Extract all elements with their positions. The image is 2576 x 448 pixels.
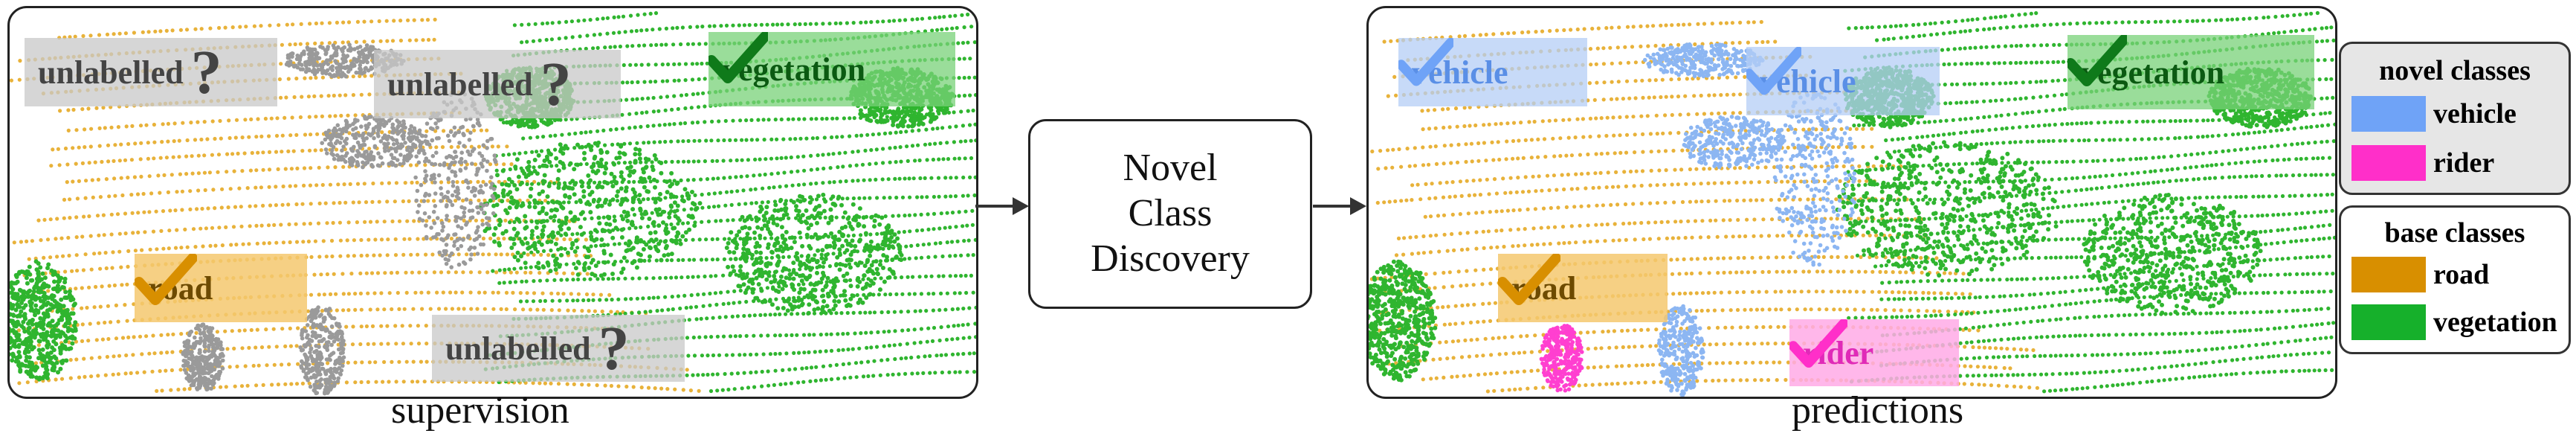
process-line-2: Class (1128, 192, 1213, 235)
unlabelled-label: unlabelled (38, 54, 184, 91)
process-line-1: Novel (1123, 147, 1218, 190)
unlabelled-label: unlabelled (387, 65, 533, 103)
vegetation-tag: vegetation (2067, 35, 2314, 109)
legend-label: road (2433, 259, 2490, 290)
legend-item-vehicle: vehicle (2351, 96, 2517, 132)
unlabelled-label: unlabelled (445, 330, 591, 367)
novel-classes-title: novel classes (2379, 55, 2531, 86)
predictions-caption: predictions (1792, 389, 1964, 432)
rider-tag: rider (1789, 319, 1959, 386)
vegetation-swatch (2351, 304, 2426, 340)
unlabelled-tag-2: unlabelled ? (374, 49, 621, 119)
road-swatch (2351, 257, 2426, 292)
vegetation-tag: vegetation (708, 32, 955, 106)
legend-item-vegetation: vegetation (2351, 304, 2557, 340)
supervision-panel: unlabelled ? unlabelled ? vegetation roa… (7, 6, 978, 399)
novel-class-discovery-box: Novel Class Discovery (1028, 119, 1312, 309)
legend-item-rider: rider (2351, 145, 2494, 181)
vehicle-tag-2: vehicle (1746, 47, 1940, 115)
novel-classes-legend: novel classes vehicle rider (2339, 42, 2571, 195)
base-classes-legend: base classes road vegetation (2339, 205, 2571, 354)
question-mark-icon: ? (598, 313, 630, 383)
arrow-icon (1313, 197, 1366, 215)
question-mark-icon: ? (190, 37, 222, 107)
supervision-caption: supervision (391, 389, 569, 432)
process-line-3: Discovery (1091, 237, 1250, 280)
vehicle-tag-1: vehicle (1398, 38, 1587, 106)
road-tag: road (135, 254, 307, 322)
question-mark-icon: ? (540, 49, 572, 119)
base-classes-title: base classes (2384, 217, 2525, 249)
legend-label: vehicle (2433, 98, 2517, 129)
unlabelled-tag-3: unlabelled ? (432, 313, 685, 383)
rider-swatch (2351, 145, 2426, 181)
legend-item-road: road (2351, 257, 2489, 292)
legend-label: rider (2433, 147, 2495, 179)
legend-label: vegetation (2433, 307, 2557, 338)
unlabelled-tag-1: unlabelled ? (25, 37, 277, 107)
predictions-panel: vehicle vehicle vegetation road rider (1366, 6, 2337, 399)
road-tag: road (1498, 254, 1668, 322)
arrow-icon (975, 197, 1029, 215)
vehicle-swatch (2351, 96, 2426, 132)
